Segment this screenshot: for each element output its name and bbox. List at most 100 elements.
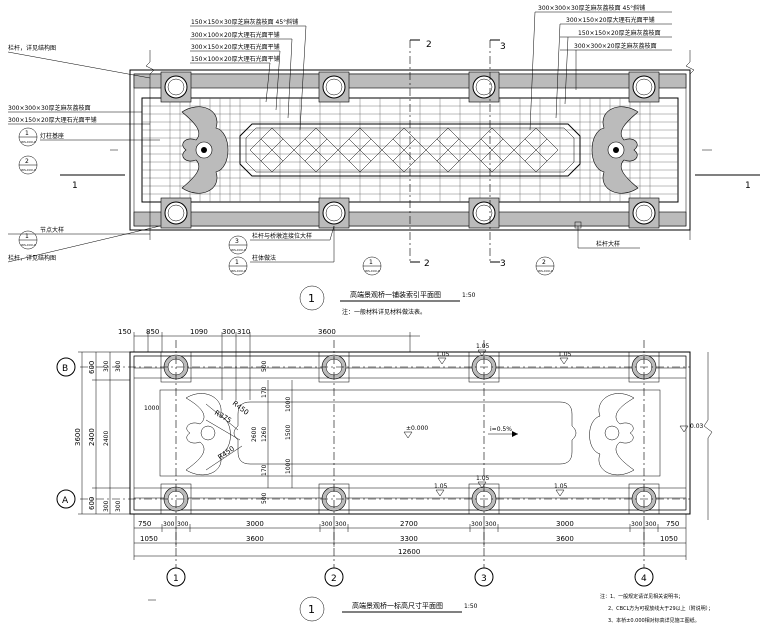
callout-tr-2: 300×150×20厚大理石光面平铺 (566, 16, 655, 24)
dim-left-2400: 2400 (88, 428, 96, 446)
plan2-scale: 1:50 (464, 603, 478, 610)
svg-text:3000: 3000 (556, 520, 574, 528)
svg-text:3300: 3300 (400, 535, 418, 543)
svg-text:2400: 2400 (103, 431, 110, 446)
svg-text:WS-XXX-X: WS-XXX-X (538, 269, 553, 273)
callout-tl-3: 300×150×20厚大理石光面平铺 (191, 43, 280, 51)
svg-text:1000: 1000 (285, 397, 292, 412)
dim-total-12600: 12600 (398, 548, 420, 556)
plan2-left-dims: 3600 600 2400 600 300 2400 300 300 300 (74, 351, 130, 515)
plan2-radii: R450 R375 R450 (205, 399, 250, 471)
dim-top-1090: 1090 (190, 328, 208, 336)
elevation-center: ±0.000 (406, 425, 428, 432)
svg-text:3600: 3600 (556, 535, 574, 543)
plan1-section-cuts: 1 1 2 2 3 3 (60, 39, 760, 269)
plan2-right-ornament (589, 393, 635, 476)
svg-text:300: 300 (471, 521, 483, 528)
svg-text:1500: 1500 (285, 425, 292, 440)
svg-text:300: 300 (321, 521, 333, 528)
callout-bm-2: 柱体做法 (252, 254, 276, 262)
plan2-deck-outline (129, 351, 691, 515)
callout-tl-1: 150×150×30厚芝麻灰荔枝面 45°斜铺 (191, 18, 298, 26)
plan1-diagonal-pattern (249, 127, 559, 173)
callout-left-2: 300×300×30厚芝麻灰荔枝面 (8, 104, 91, 112)
note-2: 2、CBCL方为可视放线大于29以上（附说明）； (608, 605, 713, 612)
svg-text:300: 300 (177, 521, 189, 528)
section-mark-2-bottom: 2 (424, 259, 430, 269)
inner-dim-1000: 1000 (144, 405, 159, 412)
note-3: 3、本桥±0.000相对标高详见施工图纸。 (608, 617, 700, 624)
svg-text:300: 300 (645, 521, 657, 528)
plan1-index-number: 1 (308, 292, 315, 305)
plan2-inner-dims: 500 170 1000 1260 2600 1500 1000 170 500… (144, 360, 293, 504)
plan1-paving-index: 1 1 2 2 3 3 150×150×30厚芝麻灰荔枝面 45°斜铺 300×… (7, 4, 760, 316)
svg-text:1: 1 (235, 259, 239, 266)
svg-text:300: 300 (631, 521, 643, 528)
svg-text:1.05: 1.05 (476, 475, 490, 482)
svg-text:1: 1 (25, 130, 29, 137)
svg-text:1: 1 (369, 259, 373, 266)
plan2-title-block: 1 高端景观桥一标高尺寸平面图 1:50 (299, 596, 478, 622)
plan2-notes: 注：1、一般规定请详见相关说明书； 2、CBCL方为可视放线大于29以上（附说明… (600, 593, 713, 624)
svg-text:1.05: 1.05 (554, 483, 568, 490)
callout-tl-2: 300×100×20厚大理石光面平铺 (191, 31, 280, 39)
svg-text:300: 300 (485, 521, 497, 528)
plan2-title: 高端景观桥一标高尺寸平面图 (352, 601, 443, 610)
svg-text:170: 170 (261, 464, 268, 476)
radius-r375: R375 (213, 409, 233, 425)
dim-top-3600: 3600 (318, 328, 336, 336)
svg-text:750: 750 (138, 520, 151, 528)
svg-text:2600: 2600 (251, 427, 258, 442)
note-1: 注：1、一般规定请详见相关说明书； (600, 593, 683, 600)
svg-text:WS-XXX-X: WS-XXX-X (365, 269, 380, 273)
svg-text:1.05: 1.05 (434, 483, 448, 490)
svg-text:300: 300 (335, 521, 347, 528)
plan1-right-ornament (591, 106, 639, 194)
svg-text:1260: 1260 (261, 427, 268, 442)
plan1-center-panel (239, 123, 581, 177)
plan2-columns (160, 351, 660, 515)
plan1-callout-bottom-right: 栏杆大样 (574, 221, 640, 249)
axis-col-3: 3 (481, 574, 487, 584)
plan2-elevations: 1.05 1.05 1.05 1.05 1.05 1.05 ±0.000 0.0… (403, 343, 704, 497)
callout-tl-4: 150×100×20厚大理石光面平铺 (191, 55, 280, 63)
plan1-title-block: 1 高端景观桥一铺装索引平面图 1:50 注：一般材料详见材料做法表。 (299, 285, 476, 316)
svg-text:1050: 1050 (140, 535, 158, 543)
plan1-left-ornament (181, 106, 229, 194)
svg-text:1.05: 1.05 (558, 351, 572, 358)
plan1-callouts-bottom-mid: 栏杆与桥墩连接位大样 柱体做法 3 WS-XXX-X 1 WS-XXX-X 1 … (228, 225, 555, 276)
callout-left-3: 300×150×20厚大理石光面平铺 (8, 116, 97, 124)
svg-text:WS-XXX-X: WS-XXX-X (21, 243, 36, 247)
section-mark-2-top: 2 (426, 40, 432, 50)
plan1-callouts-top-left: 150×150×30厚芝麻灰荔枝面 45°斜铺 300×100×20厚大理石光面… (190, 18, 307, 131)
svg-text:WS-XXX-X: WS-XXX-X (21, 168, 36, 172)
svg-text:1050: 1050 (660, 535, 678, 543)
svg-text:3000: 3000 (246, 520, 264, 528)
svg-text:WS-XXX-X: WS-XXX-X (231, 269, 246, 273)
dim-left-600-top: 600 (88, 361, 96, 374)
svg-text:1000: 1000 (285, 459, 292, 474)
plan2-axis-lines (80, 340, 690, 568)
slope-label: i=0.5% (490, 426, 512, 433)
svg-text:3: 3 (235, 238, 239, 245)
elevation-right: 0.03 (690, 423, 704, 430)
dim-left-600-bottom: 600 (88, 497, 96, 510)
svg-text:2: 2 (542, 259, 546, 266)
svg-text:500: 500 (261, 360, 268, 372)
plan2-left-ornament (185, 393, 231, 476)
svg-text:300: 300 (163, 521, 175, 528)
callout-tr-1: 300×300×30厚芝麻灰荔枝面 45°斜铺 (538, 4, 645, 12)
svg-text:500: 500 (261, 492, 268, 504)
section-mark-1-right: 1 (745, 181, 751, 191)
svg-text:2: 2 (25, 158, 29, 165)
svg-text:300: 300 (103, 360, 110, 372)
plan1-columns (160, 71, 660, 229)
axis-col-2: 2 (331, 574, 337, 584)
svg-text:300: 300 (103, 500, 110, 512)
dim-top-850: 850 (146, 328, 159, 336)
dim-top-310: 310 (237, 328, 250, 336)
radius-r450-bottom: R450 (217, 445, 237, 462)
axis-col-4: 4 (641, 574, 647, 584)
svg-text:750: 750 (666, 520, 679, 528)
